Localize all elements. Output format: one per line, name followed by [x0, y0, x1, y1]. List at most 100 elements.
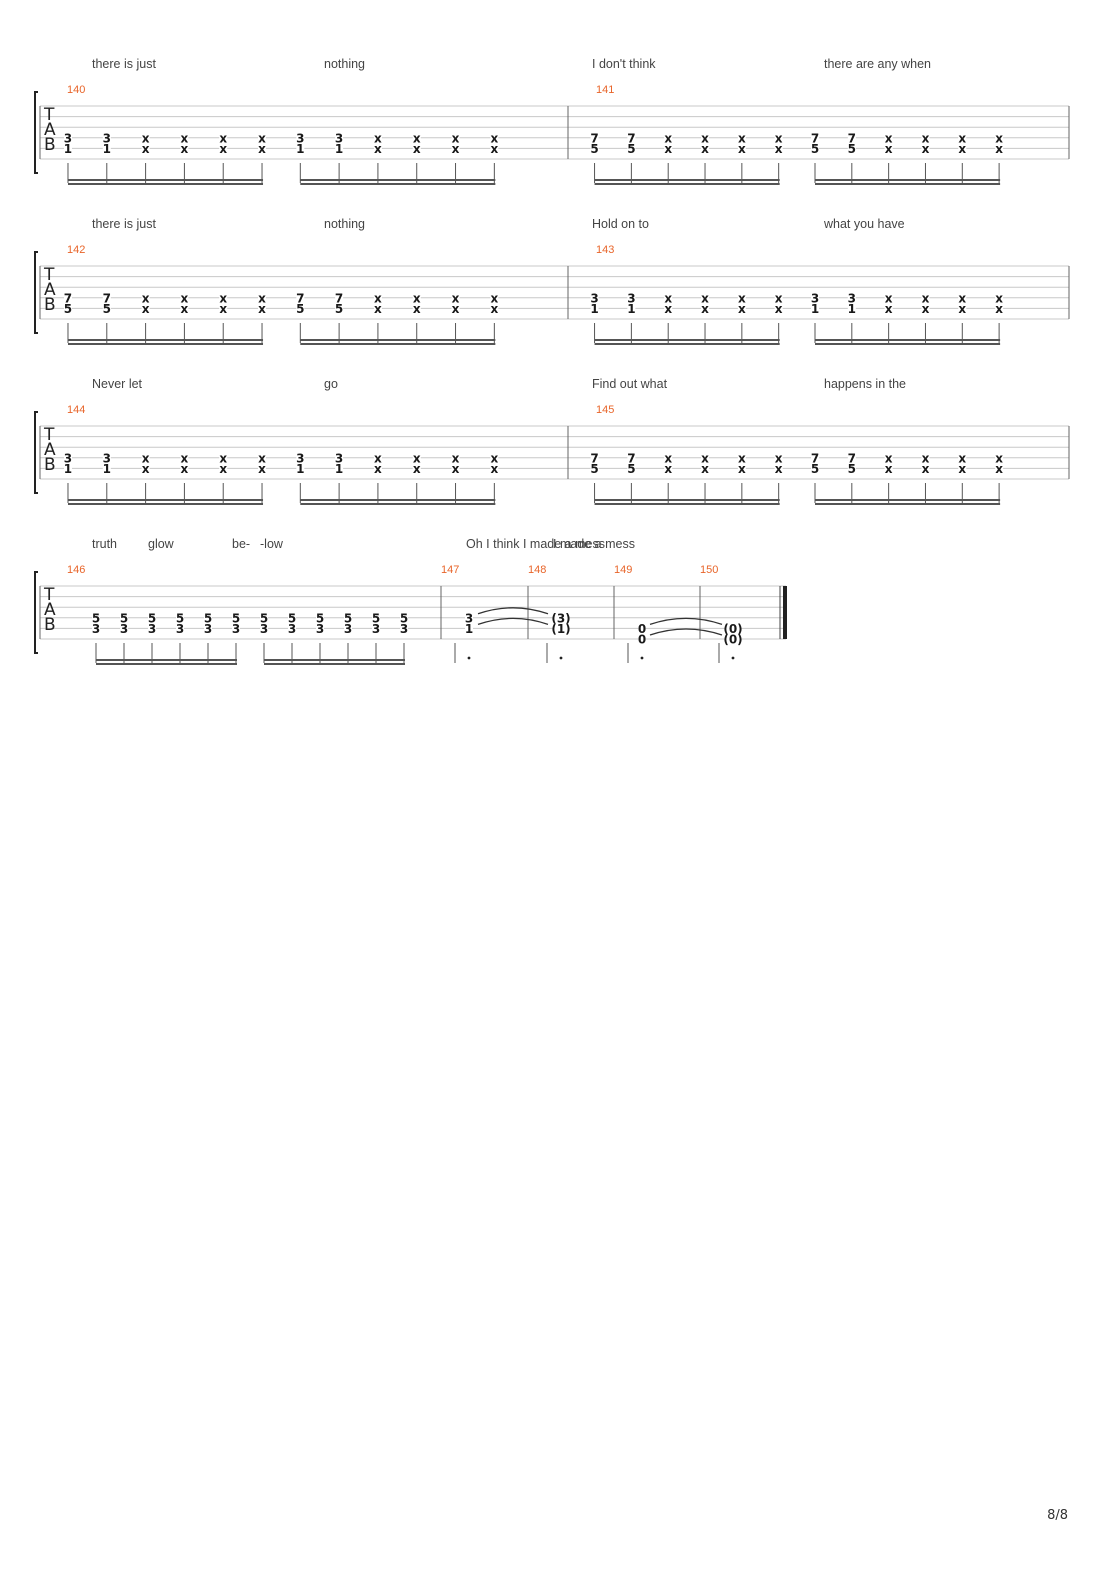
note-mask — [63, 292, 72, 303]
note-mask — [141, 303, 150, 314]
tie-arc — [649, 628, 723, 636]
fret-number: 1 — [627, 302, 635, 316]
fret-number: x — [885, 462, 893, 476]
fret-number: x — [995, 291, 1003, 305]
note-mask — [701, 463, 710, 474]
fret-number: x — [922, 142, 930, 156]
note-mask — [148, 623, 156, 634]
measure-number: 144 — [67, 404, 85, 416]
tab-clef-letter: B — [44, 615, 56, 635]
note-mask — [737, 463, 746, 474]
fret-number: x — [664, 451, 672, 465]
note-mask — [400, 612, 408, 623]
note-mask — [627, 452, 636, 463]
fret-number: x — [219, 131, 227, 145]
lyric-text: what you have — [823, 217, 905, 231]
beam — [594, 339, 780, 341]
note-mask — [373, 143, 382, 154]
note-mask — [451, 463, 460, 474]
note-mask — [141, 292, 150, 303]
note-mask — [451, 132, 460, 143]
note-mask — [412, 292, 421, 303]
note-mask — [958, 452, 967, 463]
fret-number: 3 — [148, 622, 156, 636]
fret-number: x — [738, 131, 746, 145]
note-mask — [296, 452, 305, 463]
tab-clef-letter: T — [43, 425, 55, 445]
fret-number: x — [258, 131, 266, 145]
note-mask — [204, 612, 212, 623]
note-mask — [63, 143, 72, 154]
fret-number: 5 — [811, 462, 819, 476]
note-mask — [701, 452, 710, 463]
beam — [594, 503, 780, 505]
fret-number: 3 — [176, 622, 184, 636]
fret-number: x — [142, 131, 150, 145]
fret-number: x — [995, 142, 1003, 156]
fret-number: x — [413, 302, 421, 316]
beam — [300, 499, 496, 501]
note-mask — [373, 452, 382, 463]
fret-number: 7 — [627, 131, 635, 145]
fret-number: 3 — [627, 291, 635, 305]
note-mask — [102, 143, 111, 154]
fret-number: x — [490, 142, 498, 156]
fret-number: x — [142, 302, 150, 316]
note-mask — [884, 452, 893, 463]
fret-number: 3 — [465, 611, 473, 625]
fret-number: x — [775, 451, 783, 465]
note-mask — [219, 132, 228, 143]
fret-number: x — [775, 302, 783, 316]
note-mask — [180, 303, 189, 314]
fret-number: 1 — [811, 302, 819, 316]
fret-number: x — [701, 451, 709, 465]
fret-number: x — [922, 302, 930, 316]
fret-number: x — [374, 302, 382, 316]
note-mask — [400, 623, 408, 634]
note-mask — [102, 463, 111, 474]
note-mask — [664, 452, 673, 463]
note-mask — [958, 132, 967, 143]
note-mask — [373, 132, 382, 143]
lyric-text: Find out what — [592, 377, 668, 391]
fret-number: x — [374, 131, 382, 145]
beam — [814, 339, 1001, 341]
note-mask — [664, 132, 673, 143]
fret-number: 3 — [103, 131, 111, 145]
fret-number: x — [958, 142, 966, 156]
note-mask — [180, 463, 189, 474]
note-mask — [372, 612, 380, 623]
lyric-text: be- — [232, 537, 250, 551]
note-mask — [344, 612, 352, 623]
fret-number: x — [374, 462, 382, 476]
fret-number: 3 — [335, 451, 343, 465]
note-mask — [180, 452, 189, 463]
fret-number: x — [664, 291, 672, 305]
note-mask — [847, 292, 856, 303]
note-mask — [490, 292, 499, 303]
note-mask — [995, 303, 1004, 314]
note-mask — [810, 463, 819, 474]
note-mask — [219, 143, 228, 154]
fret-number: x — [701, 302, 709, 316]
fret-number: x — [958, 131, 966, 145]
note-mask — [627, 463, 636, 474]
note-mask — [737, 303, 746, 314]
fret-number: x — [181, 451, 189, 465]
note-mask — [490, 452, 499, 463]
note-mask — [232, 623, 240, 634]
fret-number: 7 — [811, 451, 819, 465]
note-mask — [884, 463, 893, 474]
fret-number: 3 — [296, 131, 304, 145]
note-mask — [884, 132, 893, 143]
note-mask — [553, 623, 569, 634]
note-mask — [847, 303, 856, 314]
note-mask — [810, 132, 819, 143]
fret-number: x — [142, 462, 150, 476]
fret-number: x — [142, 451, 150, 465]
note-mask — [141, 463, 150, 474]
note-mask — [412, 303, 421, 314]
note-mask — [258, 132, 267, 143]
